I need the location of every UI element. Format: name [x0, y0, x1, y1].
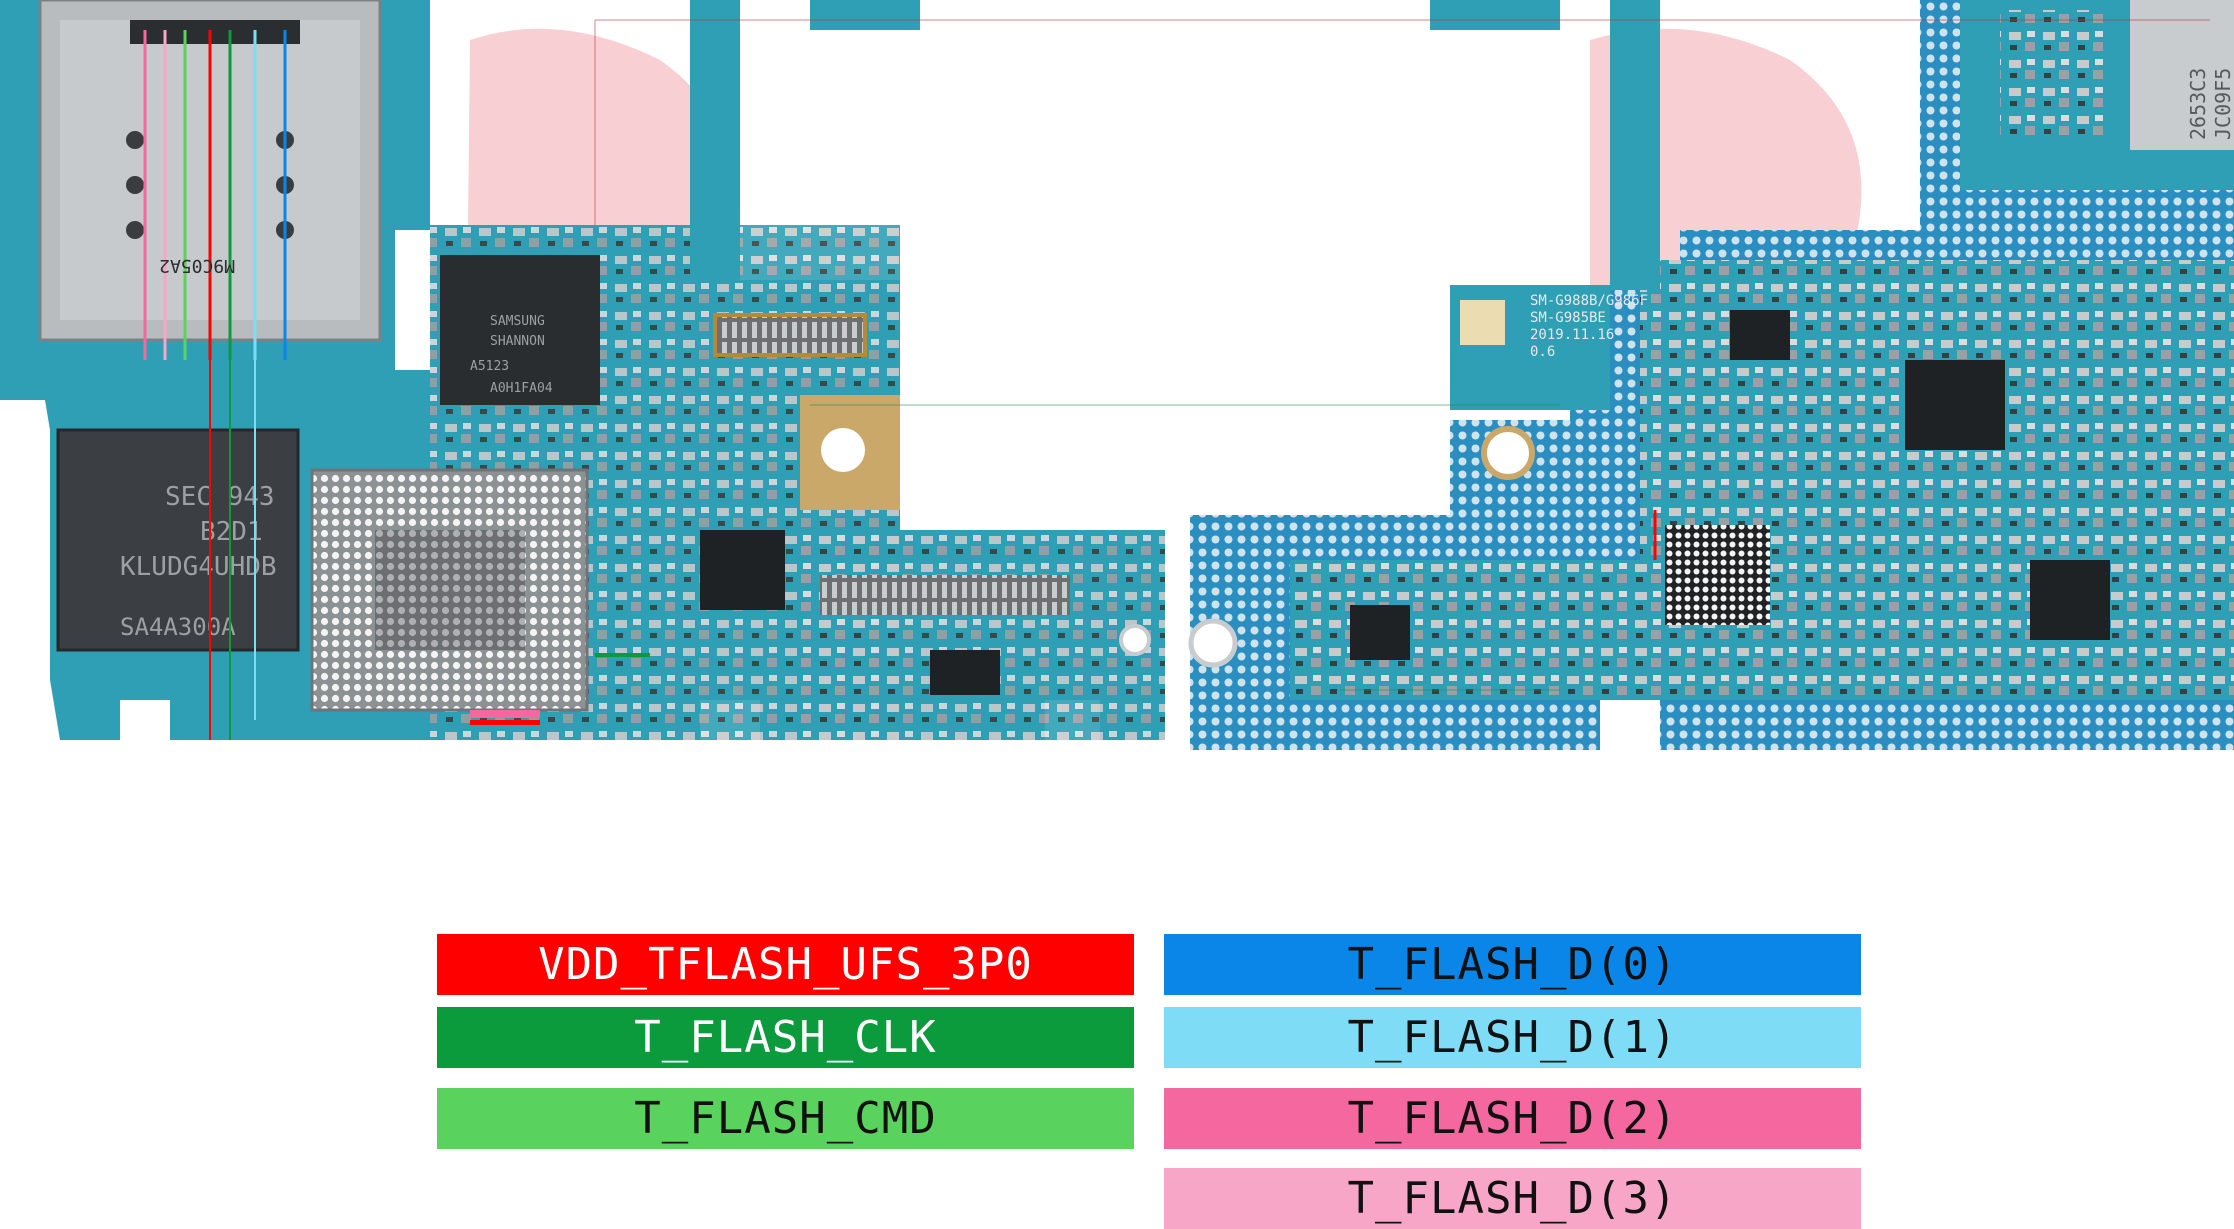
legend-item: T_FLASH_CLK	[437, 1007, 1134, 1068]
modem-marking-3: A5123	[470, 359, 509, 374]
sim-tray: M9C05A2	[0, 0, 430, 400]
board-text-4: 0.6	[1530, 344, 1555, 360]
right-board: SM-G988B/G986F SM-G985BE 2019.11.16 0.6 …	[1188, 0, 2234, 750]
legend-label: T_FLASH_D(2)	[1347, 1093, 1678, 1144]
pcb-board-diagram: M9C05A2 SEC 943 B2D1 KLUDG4UHDB SA4A300A…	[0, 0, 2234, 750]
board-text-2: SM-G985BE	[1530, 310, 1606, 326]
legend-label: T_FLASH_CMD	[634, 1093, 937, 1144]
board-text-1: SM-G988B/G986F	[1530, 293, 1648, 309]
sim-tray-marking: M9C05A2	[159, 255, 235, 276]
legend-label: T_FLASH_D(3)	[1347, 1173, 1678, 1224]
legend-item: VDD_TFLASH_UFS_3P0	[437, 934, 1134, 995]
flash-marking-3: KLUDG4UHDB	[120, 552, 277, 582]
legend-item: T_FLASH_D(2)	[1164, 1088, 1861, 1149]
top-connector	[1430, 0, 1560, 30]
left-board: SEC 943 B2D1 KLUDG4UHDB SA4A300A SAMSUNG…	[40, 0, 1165, 740]
legend-label: T_FLASH_D(1)	[1347, 1012, 1678, 1063]
modem-marking-4: A0H1FA04	[490, 381, 553, 396]
flash-marking-4: SA4A300A	[120, 613, 236, 641]
legend-item: T_FLASH_D(3)	[1164, 1168, 1861, 1229]
modem-marking-1: SAMSUNG	[490, 314, 545, 329]
legend-item: T_FLASH_D(1)	[1164, 1007, 1861, 1068]
legend-label: T_FLASH_CLK	[634, 1012, 937, 1063]
legend-label: VDD_TFLASH_UFS_3P0	[538, 939, 1033, 990]
legend-item: T_FLASH_D(0)	[1164, 934, 1861, 995]
right-chip-marking-1: 2653C3	[2186, 68, 2210, 140]
right-chip-marking-2: JC09F5	[2211, 68, 2234, 140]
board-text-3: 2019.11.16	[1530, 327, 1614, 343]
guide-lines	[594, 19, 2210, 691]
legend-item: T_FLASH_CMD	[437, 1088, 1134, 1149]
modem-marking-2: SHANNON	[490, 334, 545, 349]
flash-marking-1: SEC 943	[165, 482, 275, 512]
legend-label: T_FLASH_D(0)	[1347, 939, 1678, 990]
